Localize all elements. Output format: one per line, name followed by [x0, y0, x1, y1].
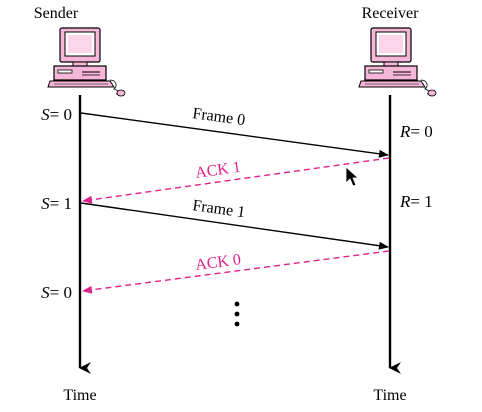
receiver-state-1: R= 0	[399, 122, 433, 141]
sender-title: Sender	[34, 5, 79, 22]
ack-1-label: ACK 1	[194, 159, 242, 182]
receiver-state-2: R= 1	[399, 192, 433, 211]
frame-1-arrow	[80, 202, 389, 250]
sender-state-1: S= 0	[41, 105, 72, 124]
frame-0-arrow	[80, 112, 389, 158]
receiver-computer-icon	[358, 27, 437, 97]
ack-0-label: ACK 0	[194, 251, 242, 274]
vertical-ellipsis-icon	[234, 301, 240, 327]
ack-0-arrow	[82, 250, 390, 294]
sender-state-3: S= 0	[41, 283, 72, 302]
receiver-time-label: Time	[373, 387, 406, 404]
sender-computer-icon	[47, 27, 126, 97]
frame-1-label: Frame 1	[191, 197, 246, 221]
sender-state-2: S= 1	[41, 194, 72, 213]
ack-1-arrow	[82, 157, 390, 204]
sender-time-label: Time	[63, 387, 96, 404]
receiver-title: Receiver	[362, 5, 420, 22]
frame-0-label: Frame 0	[191, 105, 246, 129]
mouse-pointer-icon	[345, 166, 360, 187]
